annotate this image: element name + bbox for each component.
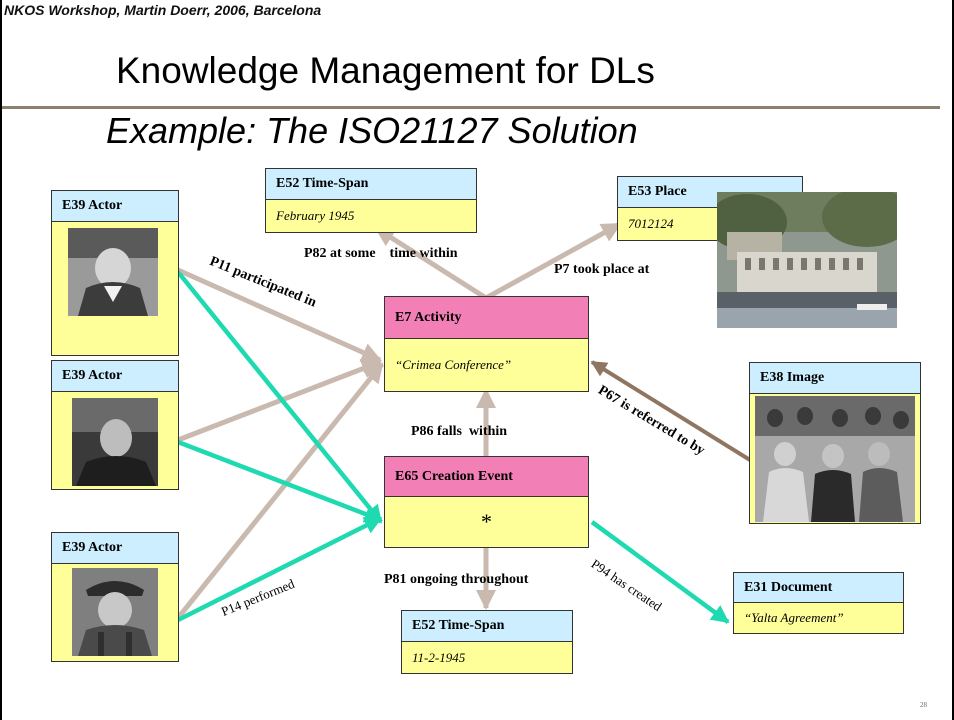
actor2-portrait	[72, 398, 158, 486]
p94-arrow	[590, 520, 730, 624]
actor2-type: E39 Actor	[52, 361, 178, 392]
document-type: E31 Document	[734, 573, 903, 603]
timespan-top-value: February 1945	[276, 208, 355, 223]
conference-image	[755, 396, 915, 522]
p81-label: P81 ongoing throughout	[384, 572, 529, 587]
portrait-image	[72, 398, 158, 486]
p11-arrow-actor1	[176, 267, 382, 363]
timespan-bottom-value: 11-2-1945	[412, 649, 466, 665]
p14-arrow-actor2	[177, 439, 383, 523]
timespan-bottom-node: E52 Time-Span 11-2-1945	[401, 610, 573, 674]
p7-arrow	[484, 221, 622, 301]
p11-arrow-actor3	[176, 362, 384, 620]
p82-label: P82 at some time within	[304, 246, 458, 261]
palace-image	[717, 192, 897, 328]
yalta-conference-photo	[755, 396, 915, 522]
activity-value: “Crimea Conference”	[395, 357, 512, 372]
slide-border-right	[952, 0, 954, 720]
actor3-type: E39 Actor	[52, 533, 178, 564]
p86-label: P86 falls within	[411, 424, 508, 439]
creation-event-value: *	[481, 509, 492, 534]
slide-title: Knowledge Management for DLs	[116, 50, 655, 91]
slide-subtitle: Example: The ISO21127 Solution	[106, 110, 638, 151]
creation-event-node: E65 Creation Event *	[384, 456, 589, 548]
page-number: 28	[920, 701, 927, 709]
p82-arrow	[374, 225, 488, 301]
slide-border-left	[0, 0, 2, 720]
actor1-portrait	[68, 228, 158, 316]
activity-type: E7 Activity	[385, 297, 588, 339]
image-type: E38 Image	[750, 363, 920, 394]
title-rule	[2, 106, 940, 109]
portrait-image	[68, 228, 158, 316]
p11-arrow-actor2	[177, 359, 382, 443]
timespan-top-node: E52 Time-Span February 1945	[265, 168, 477, 233]
livadia-palace-photo	[717, 192, 897, 328]
document-value: “Yalta Agreement”	[744, 610, 844, 625]
actor3-portrait	[72, 568, 158, 656]
activity-node: E7 Activity “Crimea Conference”	[384, 296, 589, 392]
document-node: E31 Document “Yalta Agreement”	[733, 572, 904, 634]
workshop-header: NKOS Workshop, Martin Doerr, 2006, Barce…	[4, 2, 322, 18]
portrait-image	[72, 568, 158, 656]
actor1-type: E39 Actor	[52, 191, 178, 222]
p67-arrow	[590, 360, 752, 462]
timespan-top-type: E52 Time-Span	[266, 169, 476, 200]
p7-label: P7 took place at	[554, 262, 650, 277]
p14-arrow-actor3	[176, 515, 383, 623]
creation-event-type: E65 Creation Event	[385, 457, 588, 497]
timespan-bottom-type: E52 Time-Span	[402, 611, 572, 642]
p14-arrow-actor1	[176, 270, 383, 524]
place-value: 7012124	[628, 216, 674, 231]
